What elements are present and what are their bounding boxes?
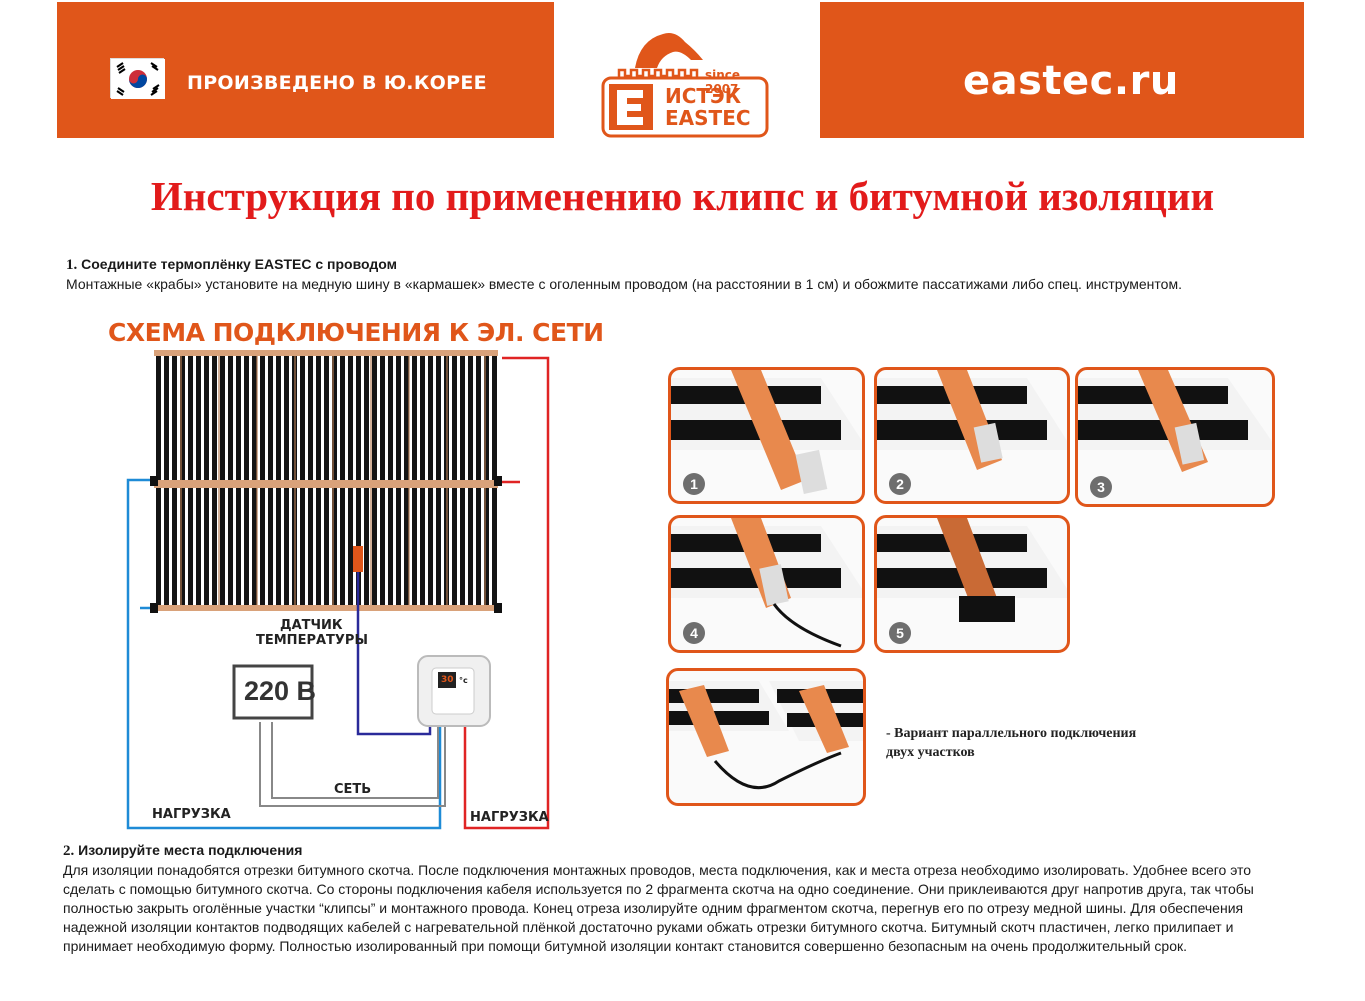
step2-heading-text: Изолируйте места подключения	[78, 842, 303, 858]
step-panel-3: 3	[1075, 367, 1275, 507]
clip-step1-illustration	[671, 370, 862, 495]
eastec-logo[interactable]: since 2007 ИСТЭК EASTEC	[595, 20, 775, 140]
parallel-note-line2: двух участков	[886, 745, 975, 760]
thermostat-display: 30	[440, 675, 455, 685]
heating-film-schematic	[126, 350, 550, 830]
clip-step3-illustration	[1078, 370, 1272, 472]
site-link[interactable]: eastec.ru	[963, 58, 1179, 104]
step2-heading: 2. Изолируйте места подключения	[63, 842, 302, 860]
page-title: Инструкция по применению клипс и битумно…	[150, 173, 1215, 219]
clip-step2-illustration	[877, 370, 1067, 470]
scheme-title: СХЕМА ПОДКЛЮЧЕНИЯ К ЭЛ. СЕТИ	[108, 318, 604, 347]
sensor-label-line1: ДАТЧИК	[280, 618, 343, 633]
thermostat-unit: °c	[459, 676, 468, 685]
korea-flag-icon	[110, 58, 165, 99]
logo-name-ru: ИСТЭК	[665, 84, 742, 108]
parallel-note-line1: - Вариант параллельного подключения	[886, 726, 1137, 741]
load-left-label: НАГРУЗКА	[152, 807, 231, 822]
logo-since-text: since 2007	[705, 68, 741, 96]
connection-diagram: ДАТЧИК ТЕМПЕРАТУРЫ 220 В 30 °c СЕТЬ НАГР…	[120, 350, 560, 840]
step-panel-2: 2	[874, 367, 1070, 504]
step1-number: 1.	[66, 257, 78, 273]
sensor-label-line2: ТЕМПЕРАТУРЫ	[256, 633, 368, 648]
parallel-connection-note: - Вариант параллельного подключения двух…	[886, 724, 1136, 762]
step1-heading: 1. Соедините термоплёнку EASTEC с провод…	[66, 256, 397, 274]
step-number-badge: 1	[683, 473, 705, 495]
step-panel-5: 5	[874, 515, 1070, 653]
step-panel-4: 4	[668, 515, 865, 653]
step-panel-parallel	[666, 668, 866, 806]
step-number-badge: 4	[683, 622, 705, 644]
voltage-label: 220 В	[244, 676, 317, 706]
step-number-badge: 2	[889, 473, 911, 495]
step-panel-1: 1	[668, 367, 865, 504]
step1-description: Монтажные «крабы» установите на медную ш…	[66, 276, 1182, 292]
step1-heading-text: Соедините термоплёнку EASTEC с проводом	[81, 256, 397, 272]
clip-step5-illustration	[877, 518, 1067, 622]
step2-number: 2.	[63, 843, 75, 859]
header-banner-right: eastec.ru	[820, 2, 1304, 138]
header-banner-left: ПРОИЗВЕДЕНО В Ю.КОРЕЕ	[57, 2, 554, 138]
logo-name-en: EASTEC	[665, 106, 751, 130]
step-number-badge: 5	[889, 622, 911, 644]
step2-description: Для изоляции понадобятся отрезки битумно…	[63, 862, 1254, 954]
step-number-badge: 3	[1090, 476, 1112, 498]
clip-step4-illustration	[671, 518, 862, 648]
network-label: СЕТЬ	[334, 782, 372, 797]
parallel-connection-illustration	[669, 681, 863, 790]
made-in-korea-text: ПРОИЗВЕДЕНО В Ю.КОРЕЕ	[187, 72, 487, 94]
load-right-label: НАГРУЗКА	[470, 810, 549, 825]
